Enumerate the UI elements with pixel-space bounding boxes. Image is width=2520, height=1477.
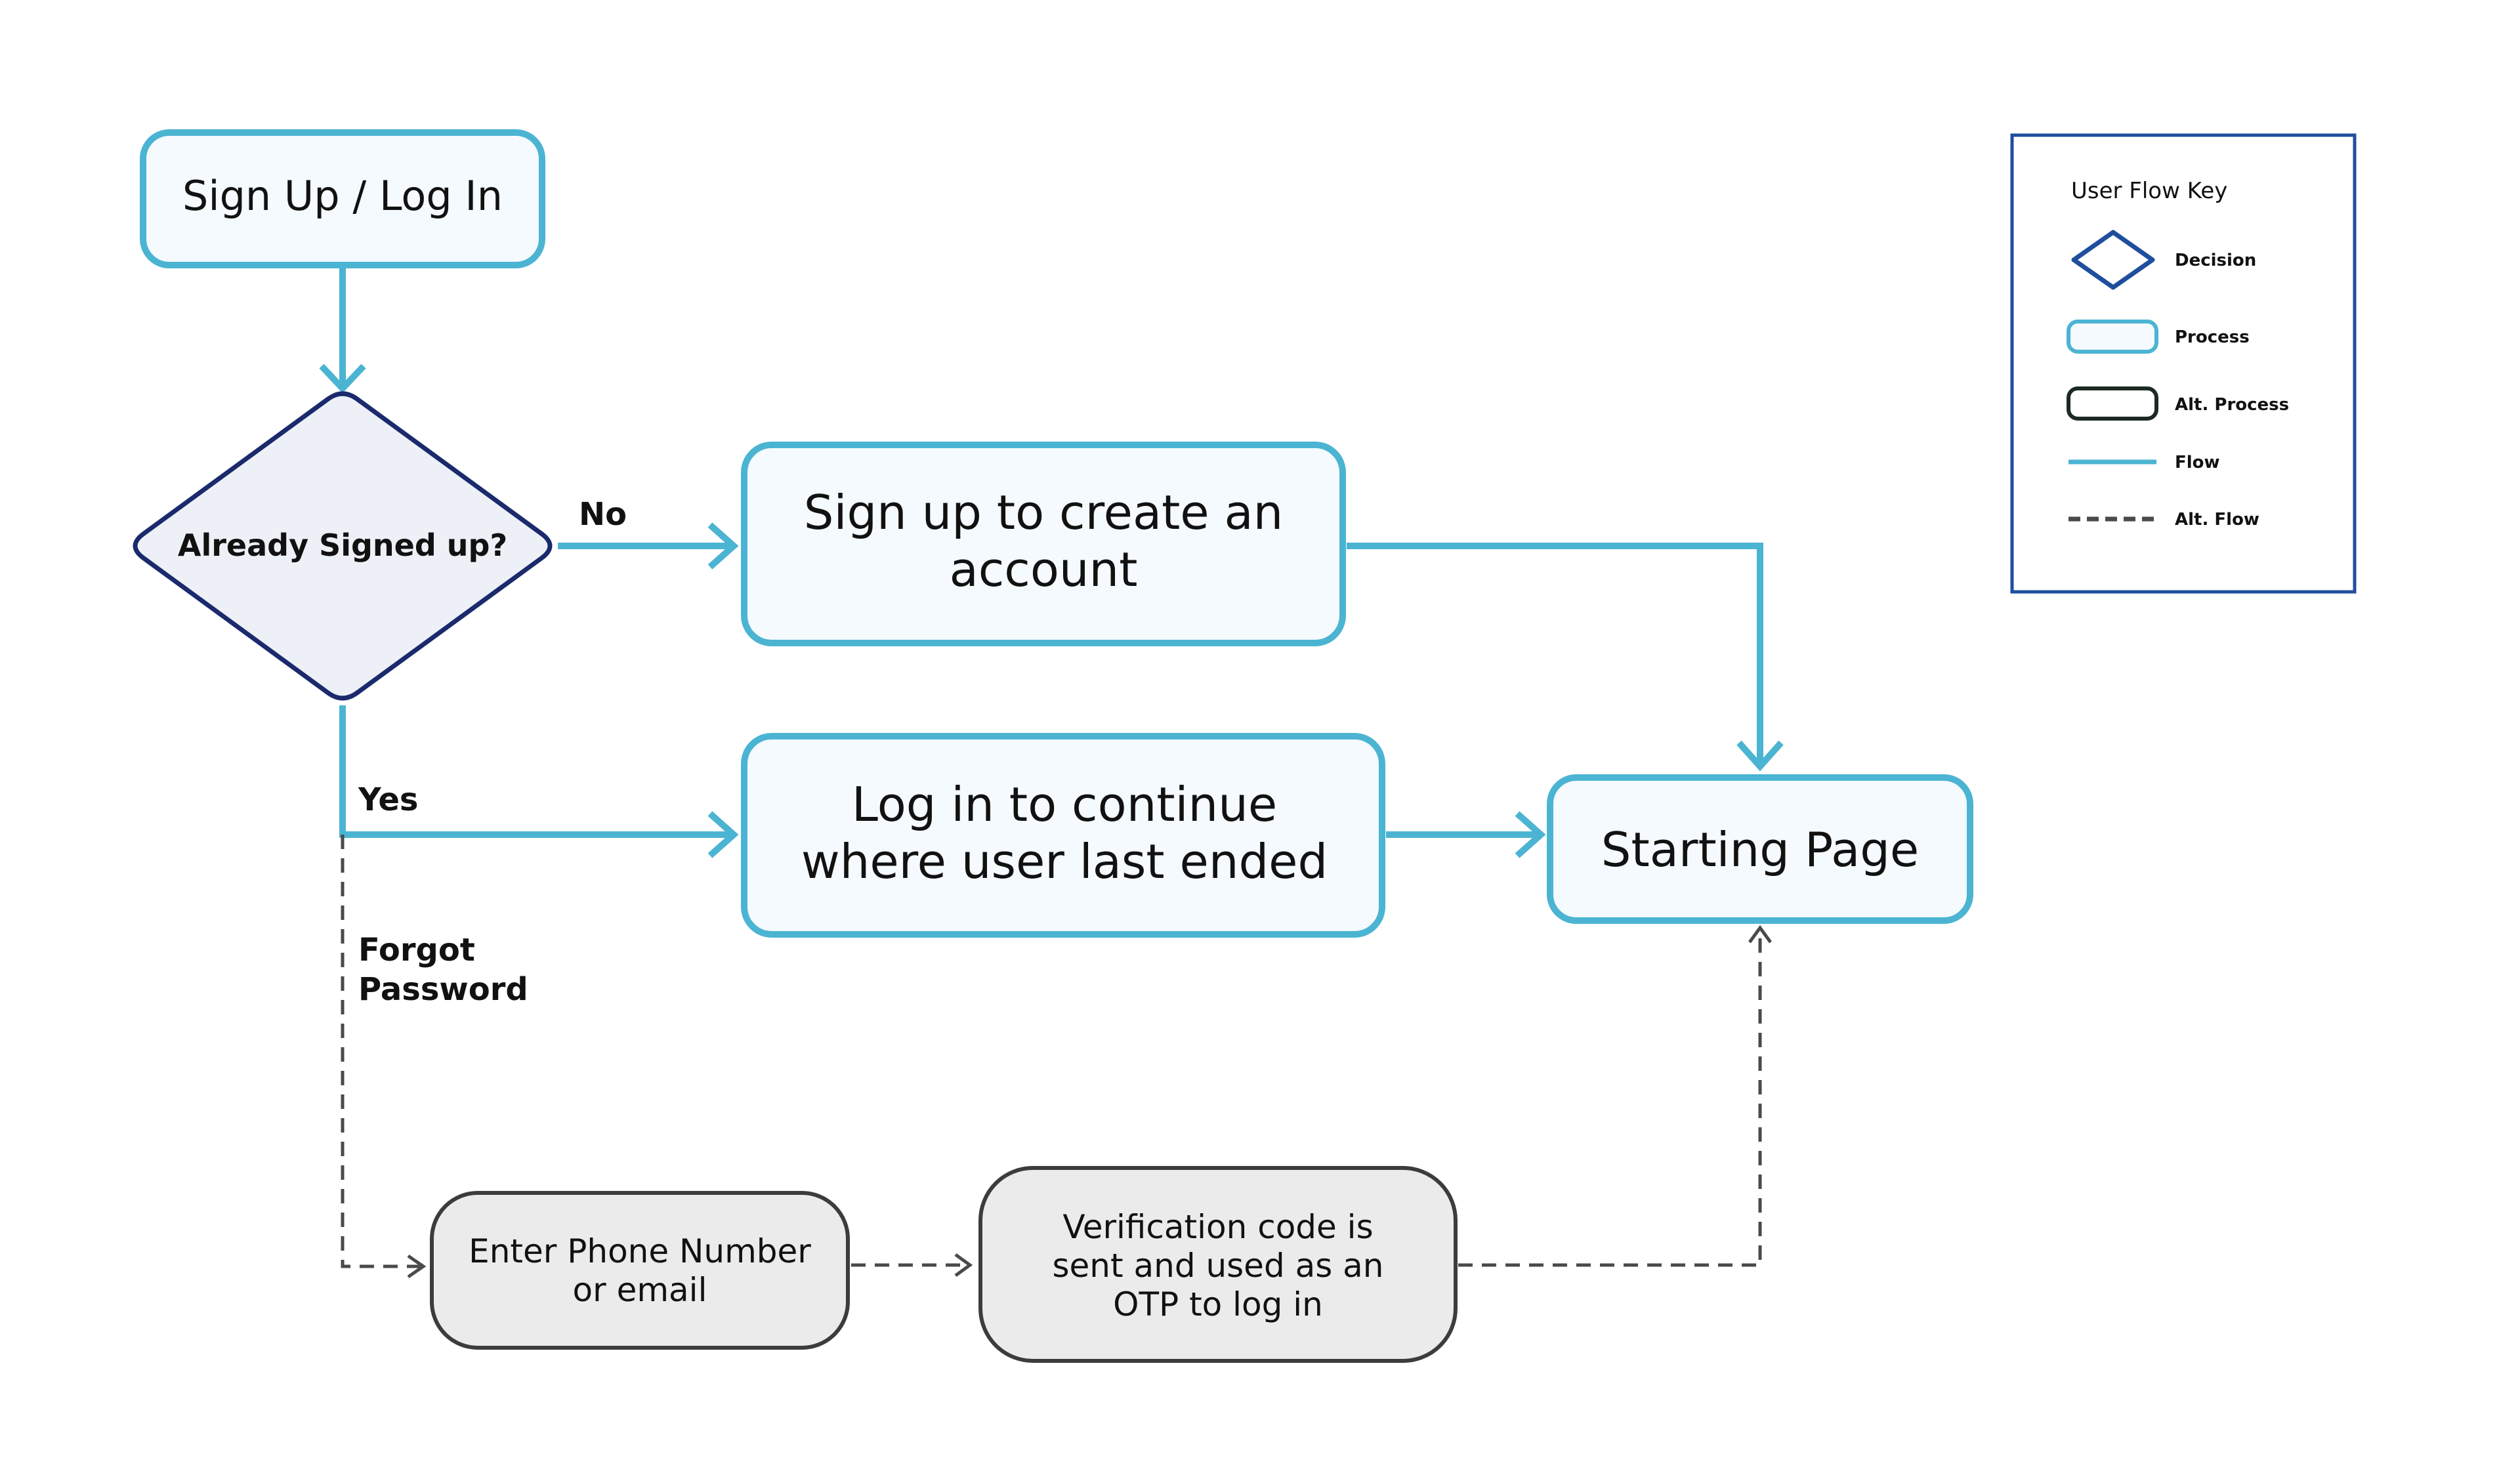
arrowhead-start-to-decision [319,364,366,394]
enter-phone-box [430,1191,850,1350]
signup-node-box [741,442,1346,646]
key-alt-flow-label: Alt. Flow [2175,510,2259,530]
verification-box [978,1166,1458,1363]
login-node: Log in to continue where user last ended [741,733,1385,938]
start-node-label: Sign Up / Log In [182,172,503,220]
login-label-line2: where user last ended [801,834,1328,889]
flow-signup-to-starting [1347,543,1763,764]
arrowhead-signup-to-starting [1736,740,1784,772]
edge-label-forgot-line2: Password [358,971,528,1008]
key-alt-process-label: Alt. Process [2175,395,2289,415]
user-flow-key: User Flow Key Decision Process Alt. Proc… [2010,133,2357,594]
key-alt-process-shape [2067,386,2158,421]
start-node: Sign Up / Log In [140,129,545,268]
verification-label-line3: OTP to log in [1113,1285,1323,1323]
arrowhead-decision-to-signup [707,522,739,570]
verification-label-line1: Verification code is [1062,1208,1373,1246]
key-frame [2010,133,2357,594]
signup-node: Sign up to create an account [741,442,1346,646]
key-process-label: Process [2175,327,2250,347]
starting-page-box [1547,774,1973,924]
key-title: User Flow Key [2071,178,2227,204]
enter-phone-label-line2: or email [573,1271,707,1309]
starting-page-label: Starting Page [1601,822,1919,877]
alt-flow-verification-to-starting [1458,932,1762,1267]
arrowhead-decision-to-login [707,811,739,858]
alt-flow-connectors [341,835,1773,1279]
verification-label-line2: sent and used as an [1052,1247,1383,1285]
enter-phone-label-line1: Enter Phone Number [469,1232,811,1270]
edge-label-no: No [579,496,627,533]
edge-label-yes: Yes [358,781,418,818]
arrowhead-alt-starting [1748,925,1773,944]
key-process-shape [2067,320,2158,354]
key-flow-label: Flow [2175,453,2220,472]
key-decision-label: Decision [2175,251,2256,270]
arrowhead-login-to-starting [1515,811,1546,858]
decision-diamond [133,391,553,701]
edge-label-forgot-line1: Forgot [358,932,475,968]
arrowhead-alt-verification [954,1253,973,1278]
login-label-line1: Log in to continue [852,777,1277,832]
login-node-box [741,733,1385,938]
start-node-box [140,129,545,268]
alt-flow-decision-to-enter-phone [341,835,420,1268]
enter-phone-node: Enter Phone Number or email [430,1191,850,1350]
key-decision-shape [2071,230,2155,290]
signup-label-line2: account [950,542,1138,597]
verification-node: Verification code is sent and used as an… [978,1166,1458,1363]
signup-label-line1: Sign up to create an [804,485,1284,540]
decision-label: Already Signed up? [178,528,507,563]
decision-node: Already Signed up? [133,391,553,701]
starting-page-node: Starting Page [1547,774,1973,924]
arrowhead-alt-enter-phone [407,1254,427,1279]
